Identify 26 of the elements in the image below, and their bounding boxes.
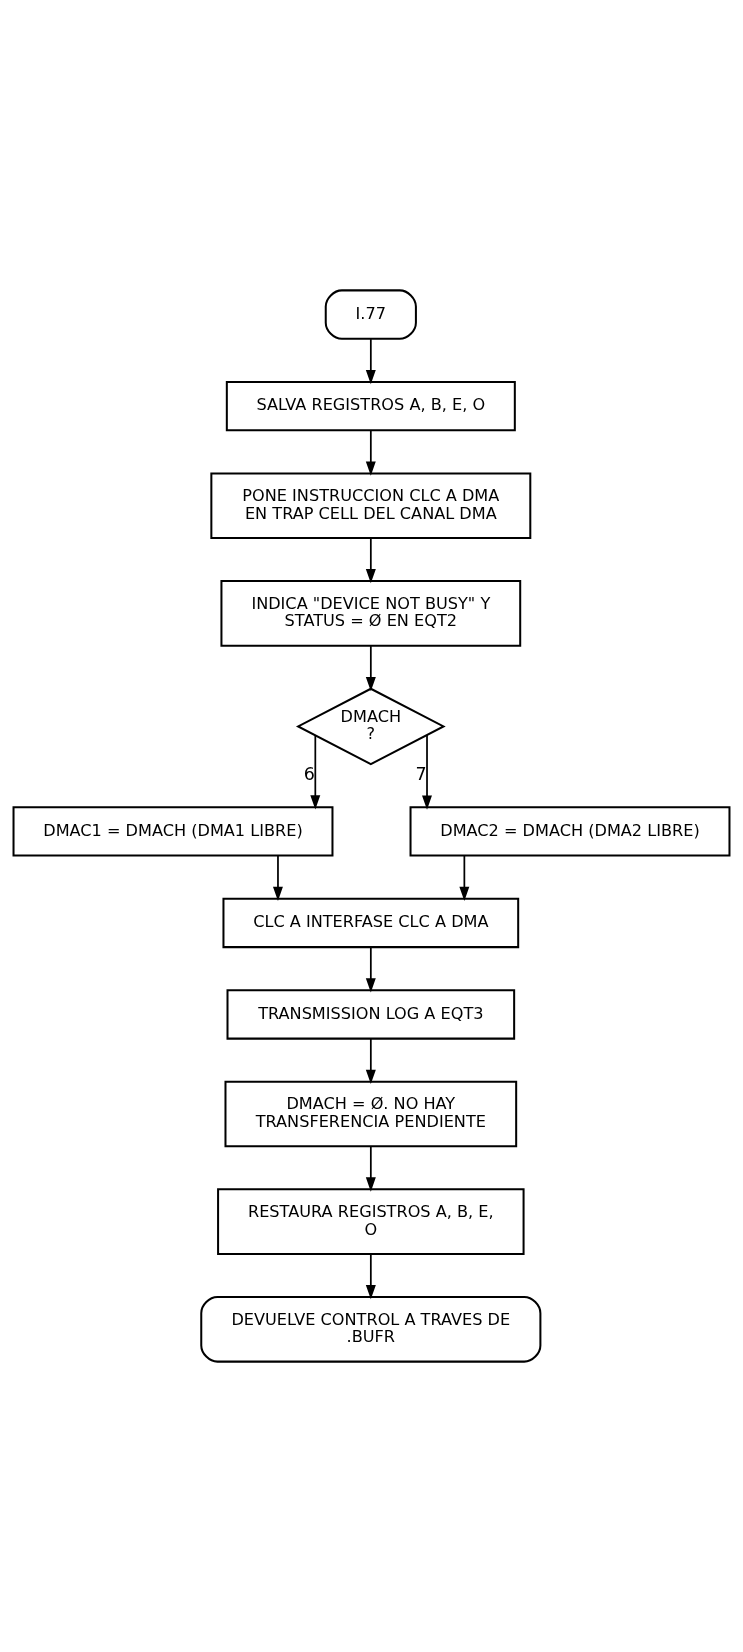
arrow [272,855,283,901]
arrow [365,537,376,584]
arrow [365,1253,376,1300]
node-box: CLC A INTERFASE CLC A DMA [222,897,520,949]
arrow [459,855,470,901]
node-box: DEVUELVE CONTROL A TRAVES DE .BUFR [200,1296,542,1363]
node-box: I.77 [324,289,417,340]
arrow [365,645,376,692]
arrow [365,1145,376,1192]
edge-label: 6 [303,763,315,784]
node-diamond: DMACH ? [295,687,446,766]
node-box: DMAC1 = DMACH (DMA1 LIBRE) [12,806,334,857]
node-box: DMACH = Ø. NO HAY TRANSFERENCIA PENDIENTE [224,1080,518,1148]
node-box: INDICA "DEVICE NOT BUSY" Y STATUS = Ø EN EQT2 [220,580,522,647]
node-box: DMAC2 = DMACH (DMA2 LIBRE) [409,806,731,857]
edge-label: 7 [415,763,427,784]
node-box: TRANSMISSION LOG A EQT3 [226,989,516,1040]
node-box: RESTAURA REGISTROS A, B, E, O [217,1188,525,1255]
node-box: PONE INSTRUCCION CLC A DMA EN TRAP CELL DEL CANAL DMA [210,472,532,539]
arrow [365,1038,376,1085]
arrow [422,734,432,810]
arrow [310,734,321,810]
arrow [365,338,376,385]
arrow [365,429,376,476]
node-box: SALVA REGISTROS A, B, E, O [225,380,516,432]
arrow [365,946,376,993]
